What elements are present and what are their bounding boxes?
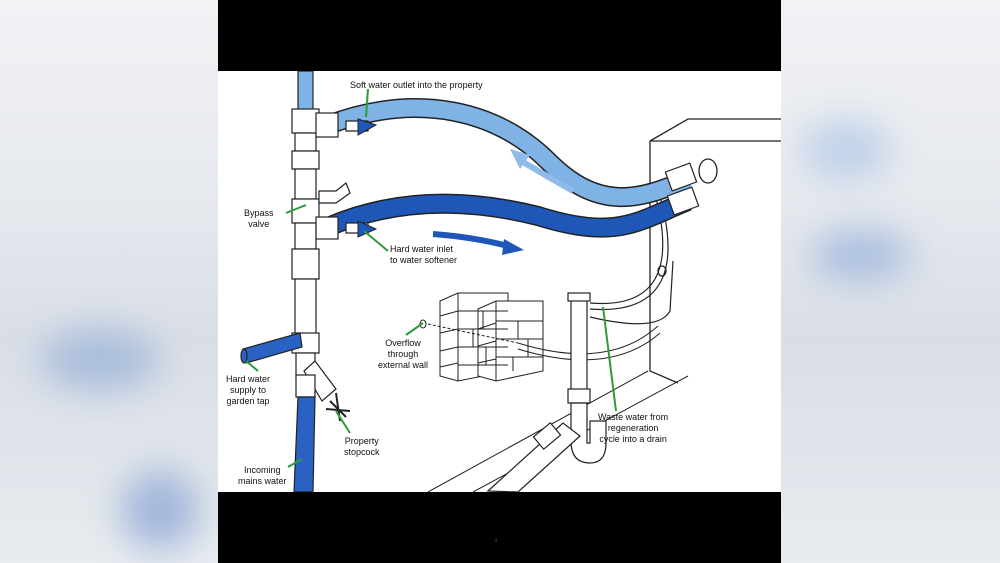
- soft-flow-arrow: [510, 149, 575, 194]
- leader-mains: [287, 458, 303, 468]
- overflow-pipe: [419, 319, 661, 361]
- leader-stopcock: [335, 410, 351, 434]
- bypass-valve: [318, 182, 351, 204]
- label-hard-water-inlet: Hard water inlet to water softener: [390, 244, 458, 265]
- drain-pipe: [486, 188, 674, 492]
- hard-flow-arrow: [432, 231, 524, 255]
- label-bypass-valve: Bypass valve: [244, 208, 274, 229]
- leader-garden-tap: [245, 360, 259, 372]
- leader-hard-inlet: [363, 230, 389, 252]
- water-softener-diagram: Soft water outlet into the property Bypa…: [218, 71, 781, 492]
- leader-overflow: [405, 322, 424, 336]
- left-blur-backdrop: [0, 0, 218, 563]
- hard-water-hose: [315, 186, 700, 240]
- leader-waste: [602, 306, 617, 412]
- leader-bypass: [285, 204, 307, 214]
- blur-blob: [811, 230, 911, 280]
- label-property-stopcock: Property stopcock: [344, 436, 380, 457]
- label-waste-water: Waste water from regeneration cycle into…: [598, 412, 669, 444]
- page-indicator: ⁴: [494, 537, 498, 546]
- image-viewer: Soft water outlet into the property Bypa…: [218, 0, 781, 563]
- garden-tap-pipe: [240, 332, 303, 364]
- brick-wall: [439, 292, 544, 382]
- blur-blob: [40, 330, 160, 390]
- vertical-pipework: [291, 71, 351, 492]
- label-overflow: Overflow through external wall: [378, 338, 429, 370]
- callout-leaders: [245, 88, 617, 468]
- blur-blob: [120, 470, 200, 550]
- right-blur-backdrop: [781, 0, 1000, 563]
- leader-soft-outlet: [365, 88, 369, 118]
- soft-water-hose: [315, 98, 698, 208]
- label-incoming-mains: Incoming mains water: [238, 465, 287, 486]
- label-soft-water-outlet: Soft water outlet into the property: [350, 80, 483, 90]
- blur-blob: [801, 120, 891, 180]
- plumbing-illustration: [240, 71, 781, 492]
- label-garden-tap: Hard water supply to garden tap: [226, 374, 271, 406]
